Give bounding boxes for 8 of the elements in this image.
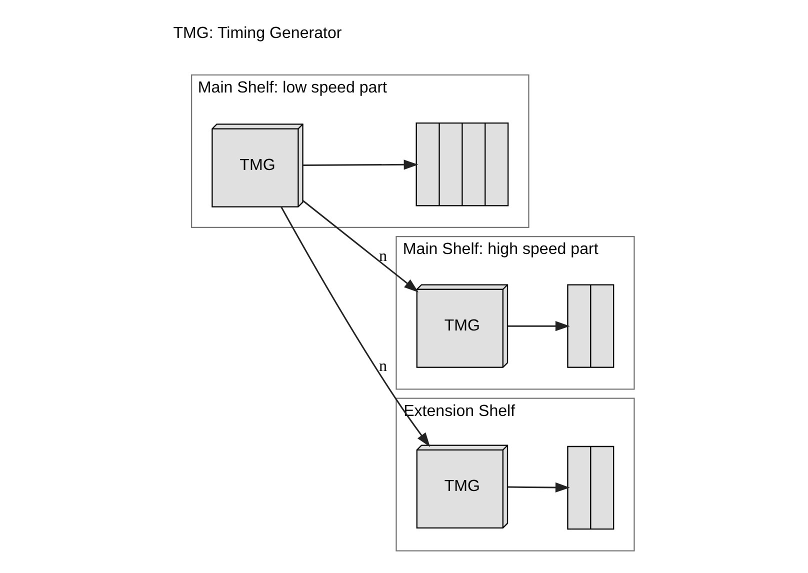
label: TMG: Timing Generator [173,24,342,42]
arrow [280,206,430,447]
arrow [302,200,418,292]
arrow [508,321,570,332]
arrow [303,160,418,170]
edge-label: n [379,358,388,376]
edge-label: n [379,248,388,265]
arrow [508,482,570,493]
